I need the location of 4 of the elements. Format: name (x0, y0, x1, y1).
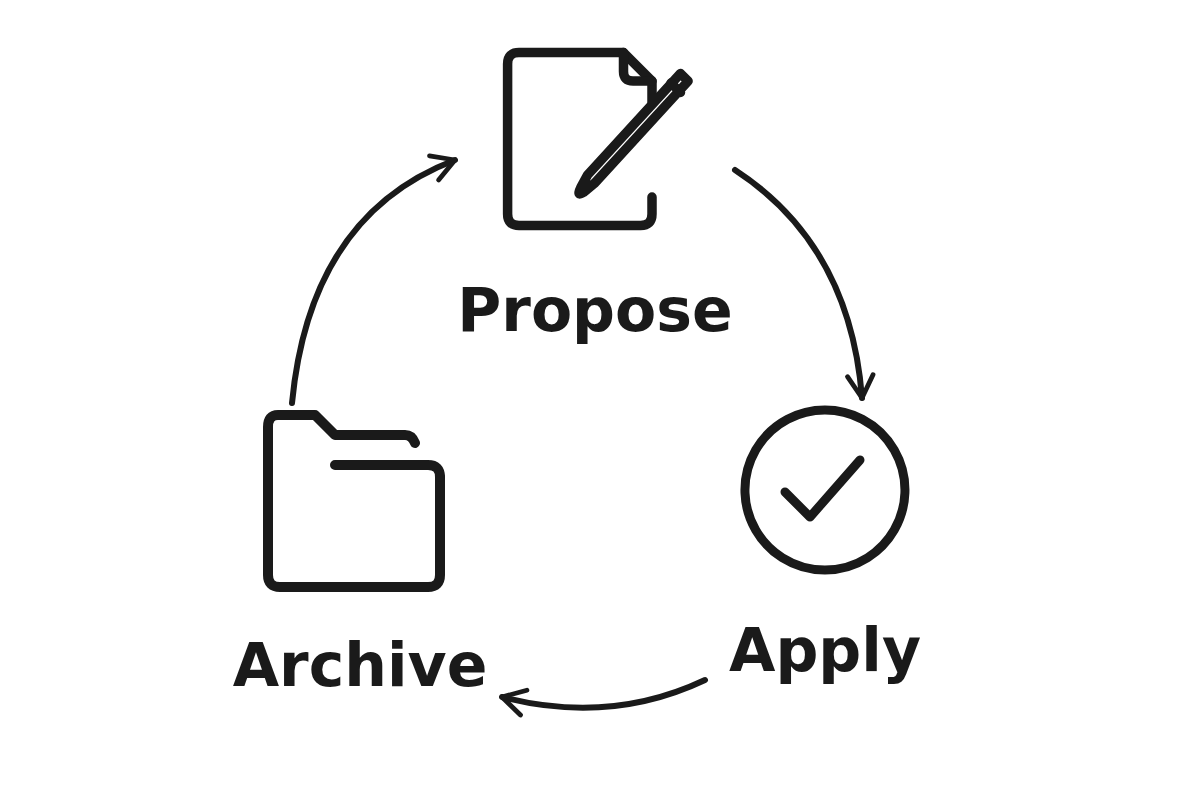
curved-arrow (732, 167, 875, 401)
curved-arrow (289, 154, 458, 406)
step-label: Archive (232, 635, 488, 695)
curved-arrow (499, 677, 708, 717)
